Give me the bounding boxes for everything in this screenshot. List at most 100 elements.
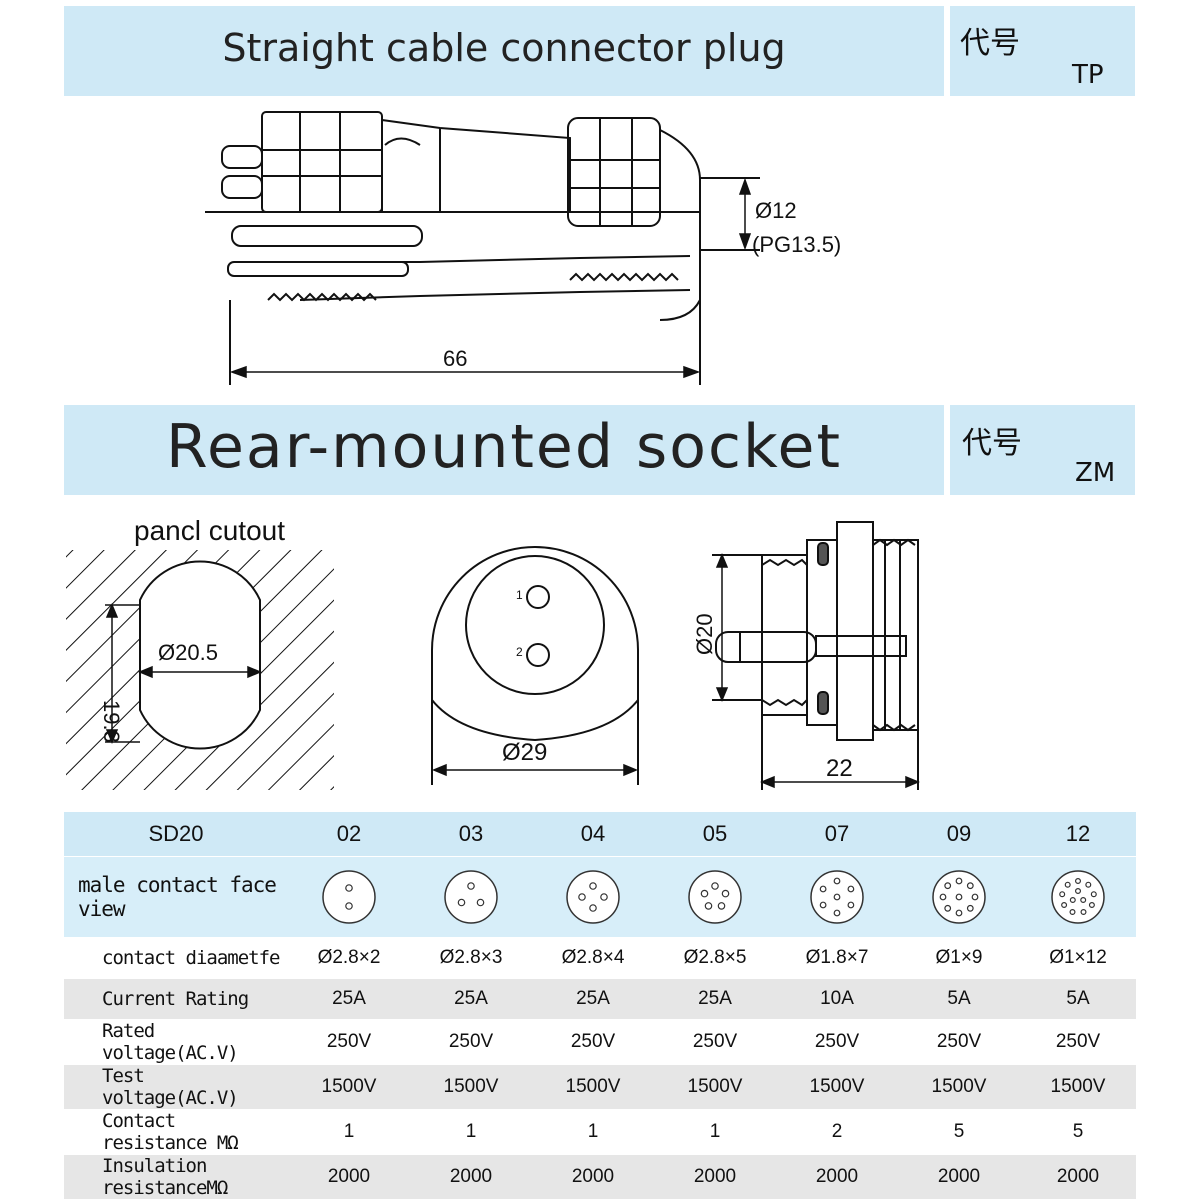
- socket-code-value: ZM: [1075, 458, 1116, 488]
- table-cell: 250V: [898, 1019, 1020, 1065]
- contact-pin: [971, 893, 979, 901]
- contact-pin: [955, 877, 963, 885]
- contact-pin: [467, 882, 475, 890]
- table-cell: 250V: [410, 1019, 532, 1065]
- table-cell: Ø2.8×5: [654, 937, 776, 979]
- table-cell: 2000: [532, 1154, 654, 1200]
- table-cell: Ø1×9: [898, 937, 1020, 979]
- contact-pin: [833, 893, 841, 901]
- contact-pin: [1075, 878, 1082, 885]
- contact-pin: [457, 898, 466, 907]
- table-cell: 2000: [776, 1154, 898, 1200]
- table-header-cell: 05: [654, 812, 776, 857]
- table-cell: 1500V: [288, 1064, 410, 1110]
- table-cell: 1500V: [532, 1064, 654, 1110]
- table-row: Test voltage(AC.V) 1500V 1500V 1500V 150…: [64, 1064, 1136, 1110]
- table-header-cell: 03: [410, 812, 532, 857]
- table-cell: 2000: [654, 1154, 776, 1200]
- socket-code-label: 代号: [962, 426, 1022, 461]
- plug-drawing: 66 Ø12 (PG13.5): [205, 111, 841, 385]
- table-cell: 1500V: [898, 1064, 1020, 1110]
- cutout-flat-dim: 19.3: [99, 700, 124, 743]
- socket-side-drawing: [712, 521, 919, 790]
- contact-pin: [1075, 888, 1082, 895]
- row-label: Contact resistance MΩ: [64, 1109, 288, 1155]
- contact-pin: [345, 902, 353, 910]
- contact-pin: [955, 909, 963, 917]
- table-cell: 25A: [532, 978, 654, 1020]
- contact-pin: [966, 882, 974, 890]
- face-view-cell: [898, 856, 1020, 938]
- plug-cable-dia-dim: Ø12: [755, 198, 797, 223]
- contact-pin: [1080, 908, 1087, 915]
- contact-pin: [955, 893, 963, 901]
- contact-pin: [1064, 881, 1071, 888]
- plug-code-value: TP: [1072, 60, 1104, 90]
- contact-pin: [717, 902, 726, 910]
- table-row: Current Rating 25A 25A 25A 25A 10A 5A 5A: [64, 978, 1136, 1020]
- contact-pin: [1069, 908, 1076, 915]
- face-view-row: male contact face view: [64, 856, 1136, 938]
- contact-face-icon: [566, 870, 620, 924]
- table-row: Rated voltage(AC.V) 250V 250V 250V 250V …: [64, 1019, 1136, 1065]
- table-row: Insulation resistanceMΩ 2000 2000 2000 2…: [64, 1154, 1136, 1200]
- row-label: Current Rating: [64, 978, 288, 1020]
- table-cell: Ø2.8×2: [288, 937, 410, 979]
- contact-face-icon: [810, 870, 864, 924]
- contact-pin: [819, 885, 827, 893]
- table-cell: 5A: [898, 978, 1020, 1020]
- contact-pin: [847, 901, 855, 909]
- contact-pin: [939, 893, 947, 901]
- table-header-cell: 12: [1020, 812, 1136, 857]
- plug-code-box: [950, 6, 1135, 96]
- table-cell: 5A: [1020, 978, 1136, 1020]
- table-cell: 250V: [776, 1019, 898, 1065]
- table-cell: Ø1×12: [1020, 937, 1136, 979]
- socket-code-box: [950, 405, 1135, 495]
- contact-pin: [819, 901, 827, 909]
- table-header-row: SD20 02 03 04 05 07 09 12: [64, 812, 1136, 857]
- table-cell: 2000: [410, 1154, 532, 1200]
- contact-pin: [833, 877, 841, 885]
- table-header-cell: 02: [288, 812, 410, 857]
- side-length-dim: 22: [826, 755, 853, 782]
- table-cell: Ø1.8×7: [776, 937, 898, 979]
- table-header-cell: 04: [532, 812, 654, 857]
- contact-pin: [1088, 901, 1095, 908]
- table-row: Contact resistance MΩ 1 1 1 1 2 5 5: [64, 1109, 1136, 1155]
- table-cell: 1500V: [654, 1064, 776, 1110]
- table-header-cell: 07: [776, 812, 898, 857]
- row-label: Insulation resistanceMΩ: [64, 1154, 288, 1200]
- table-cell: 2000: [1020, 1154, 1136, 1200]
- contact-pin: [345, 884, 353, 892]
- table-cell: 5: [1020, 1109, 1136, 1155]
- table-cell: 1: [410, 1109, 532, 1155]
- table-cell: 250V: [654, 1019, 776, 1065]
- cutout-dia-dim: Ø20.5: [158, 640, 218, 665]
- face-view-label: male contact face view: [64, 856, 288, 938]
- contact-face-icon: [444, 870, 498, 924]
- table-header-cell: 09: [898, 812, 1020, 857]
- table-cell: 25A: [410, 978, 532, 1020]
- row-label: contact diaametfe: [64, 937, 288, 979]
- face-view-cell: [288, 856, 410, 938]
- socket-drawings: pancl cutout Ø20.5 19.3 1 2 Ø29: [66, 515, 920, 790]
- contact-pin: [1085, 881, 1092, 888]
- contact-face-icon: [322, 870, 376, 924]
- table-cell: 1: [288, 1109, 410, 1155]
- row-label: Rated voltage(AC.V): [64, 1019, 288, 1065]
- table-cell: 1500V: [410, 1064, 532, 1110]
- table-cell: 5: [898, 1109, 1020, 1155]
- plug-pg-dim: (PG13.5): [752, 232, 841, 257]
- table-cell: 1500V: [1020, 1064, 1136, 1110]
- table-cell: 2: [776, 1109, 898, 1155]
- table-cell: 1: [532, 1109, 654, 1155]
- contact-pin: [1069, 897, 1076, 904]
- contact-face-icon: [1051, 870, 1105, 924]
- face-view-cell: [776, 856, 898, 938]
- table-cell: 250V: [532, 1019, 654, 1065]
- socket-title-banner: [64, 405, 944, 495]
- table-cell: 1: [654, 1109, 776, 1155]
- contact-pin: [1080, 897, 1087, 904]
- contact-pin: [944, 882, 952, 890]
